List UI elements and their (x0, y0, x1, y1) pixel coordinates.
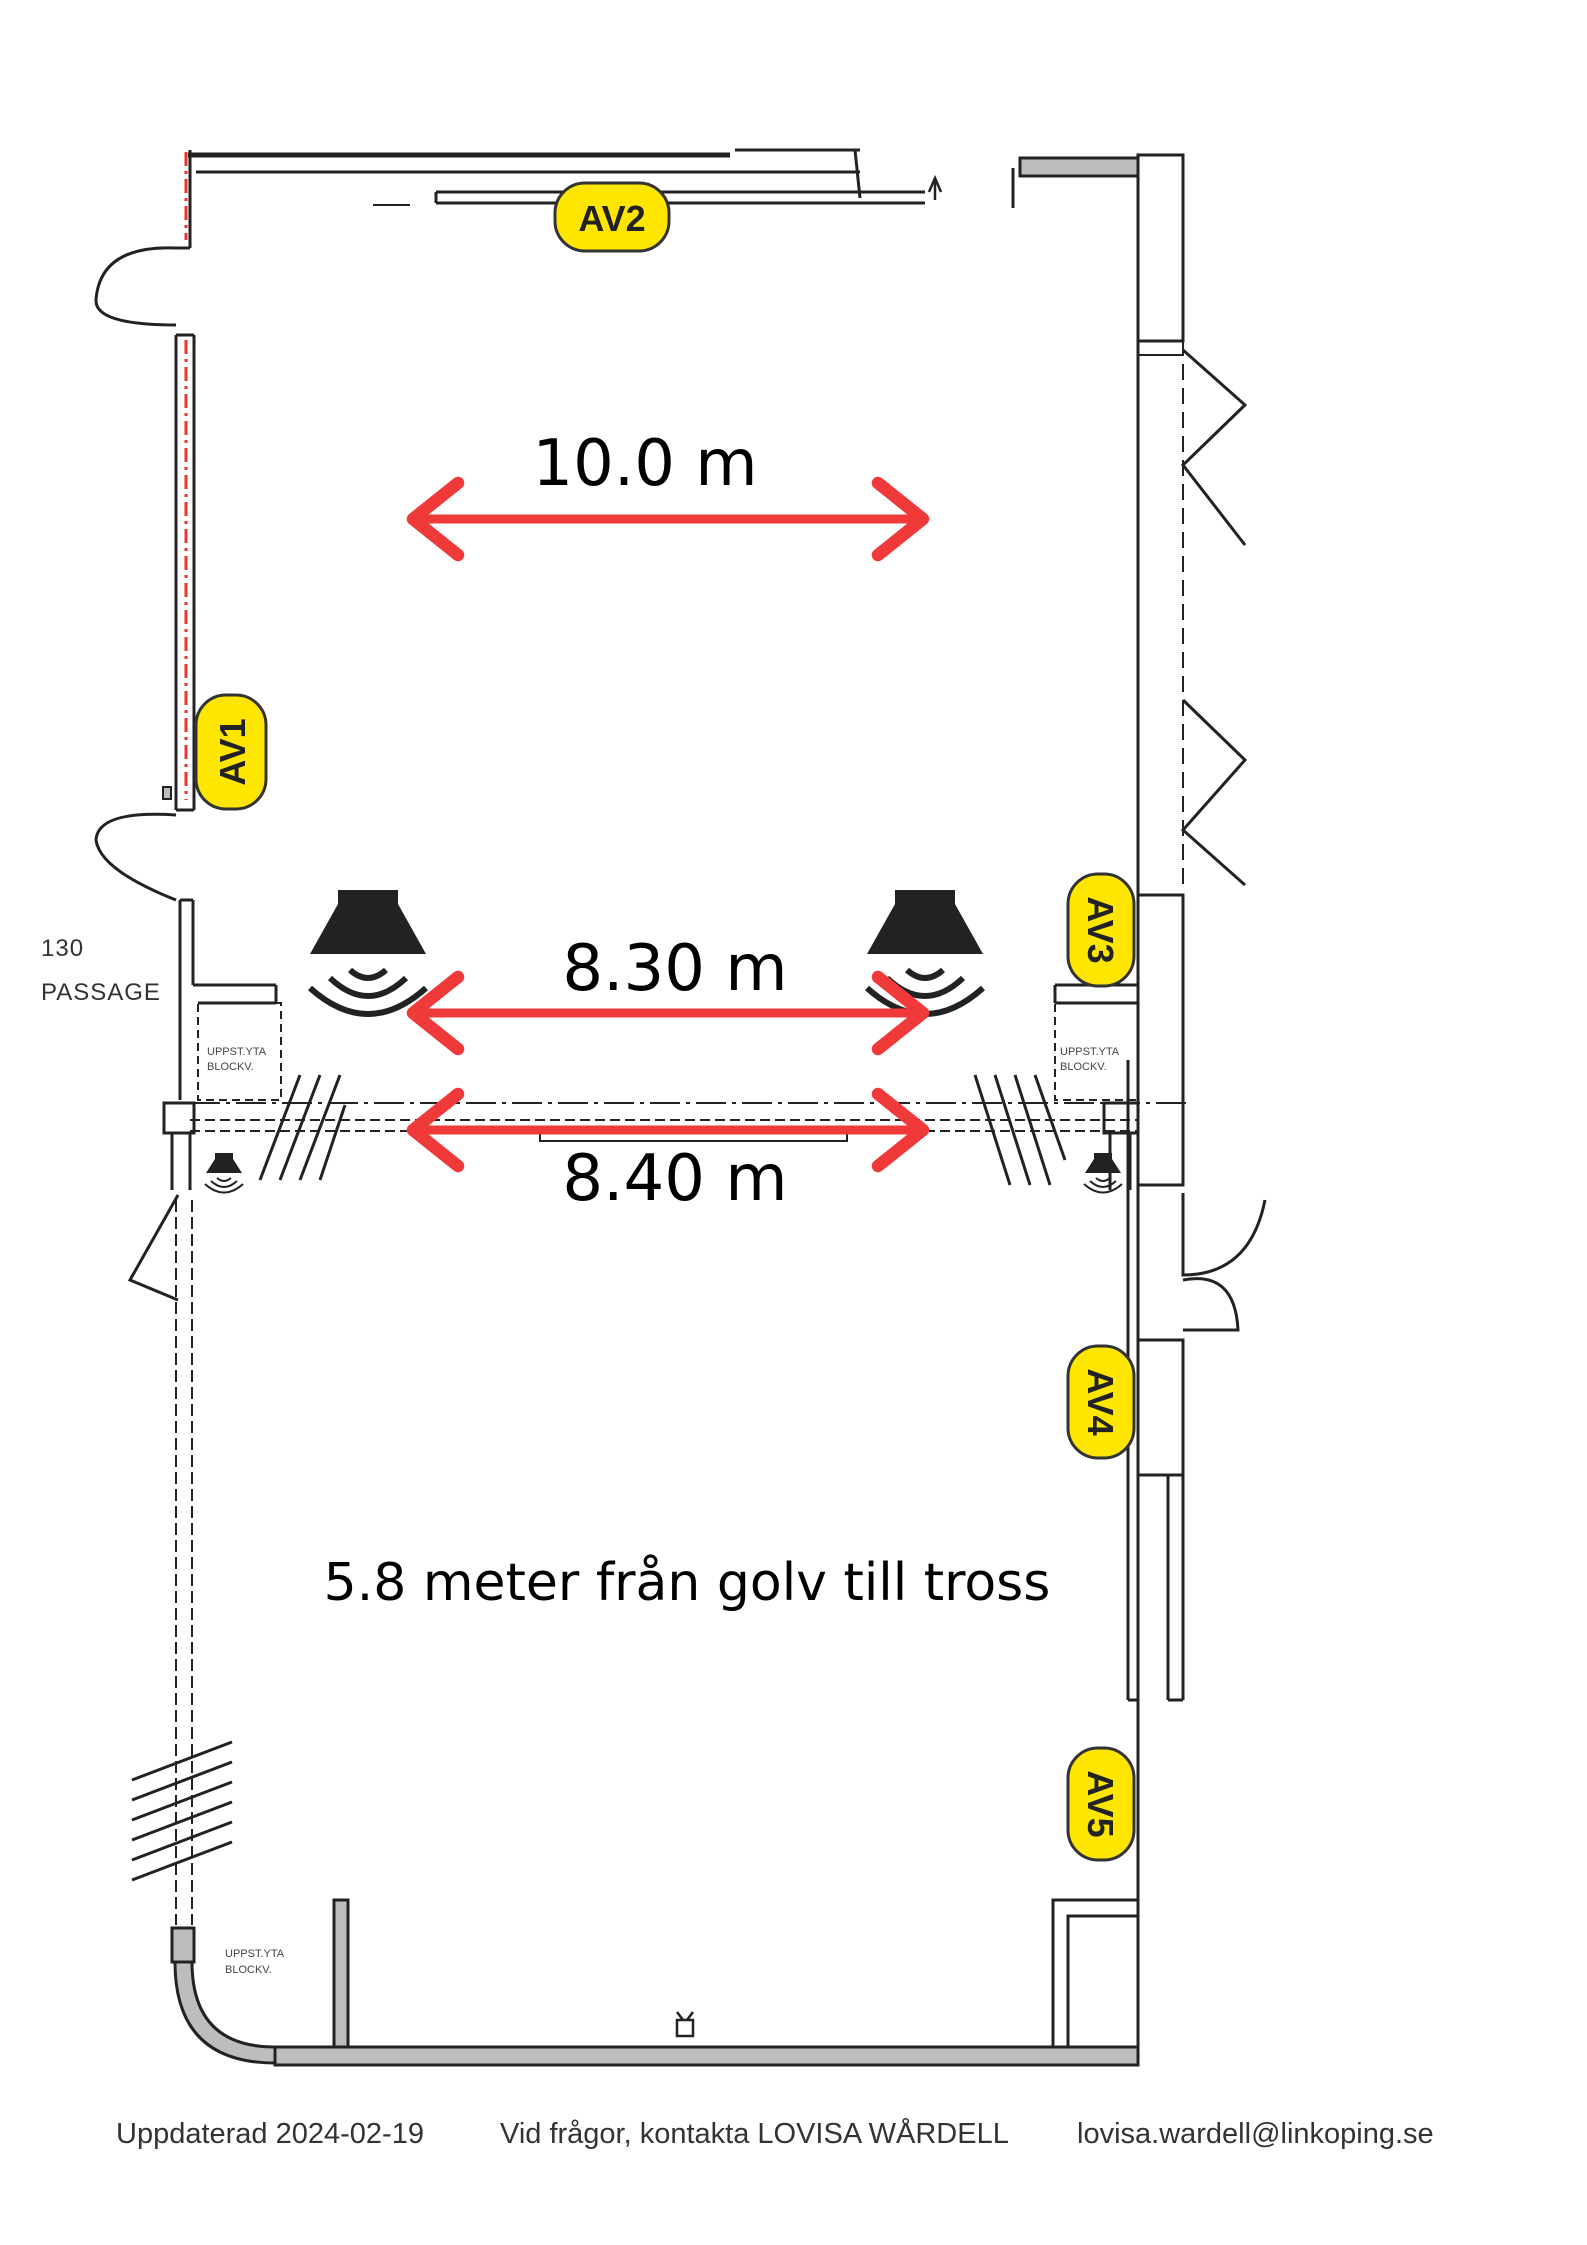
truss-height-label: 5.8 meter från golv till tross (324, 1553, 1051, 1613)
walls (162, 148, 1185, 2067)
room-name: PASSAGE (41, 979, 161, 1006)
svg-text:AV5: AV5 (1080, 1770, 1121, 1837)
svg-text:AV4: AV4 (1080, 1368, 1121, 1435)
av-badge-av4: AV4 (1066, 1344, 1136, 1460)
power-outlet-icon (675, 174, 943, 2038)
av-badge-av2: AV2 (553, 181, 671, 253)
setup-zone-boxes (197, 1002, 1139, 1101)
speaker-icon (867, 890, 983, 1014)
av-badge-av1: AV1 (194, 693, 268, 811)
speaker-icon (1083, 1152, 1123, 1194)
door-swing-icon (94, 246, 1267, 1332)
zone-label-left-2: BLOCKV. (207, 1061, 254, 1073)
footer-contact: Vid frågor, kontakta LOVISA WÅRDELL (500, 2118, 1009, 2150)
hatch-lines (131, 1074, 1067, 1882)
footer-updated: Uppdaterad 2024-02-19 (116, 2118, 424, 2150)
zone-label-left-1: UPPST.YTA (207, 1046, 267, 1058)
dimension-lower-label: 8.40 m (562, 1142, 787, 1216)
zone-label-bottom-1: UPPST.YTA (225, 1948, 285, 1960)
dimension-middle-label: 8.30 m (562, 932, 787, 1006)
av-badge-av5: AV5 (1066, 1746, 1136, 1862)
svg-text:AV3: AV3 (1080, 896, 1121, 963)
zone-label-right-2: BLOCKV. (1060, 1061, 1107, 1073)
room-number: 130 (41, 935, 84, 962)
av-badge-av3: AV3 (1066, 872, 1136, 988)
svg-text:AV2: AV2 (578, 198, 645, 239)
zone-label-bottom-2: BLOCKV. (225, 1964, 272, 1976)
dimension-arrows (406, 476, 930, 1173)
footer-email[interactable]: lovisa.wardell@linkoping.se (1077, 2118, 1434, 2150)
zone-label-right-1: UPPST.YTA (1060, 1046, 1120, 1058)
speaker-icon (204, 1152, 244, 1194)
dimension-top-label: 10.0 m (532, 427, 757, 501)
svg-text:AV1: AV1 (212, 718, 253, 785)
speaker-icon (310, 890, 426, 1014)
